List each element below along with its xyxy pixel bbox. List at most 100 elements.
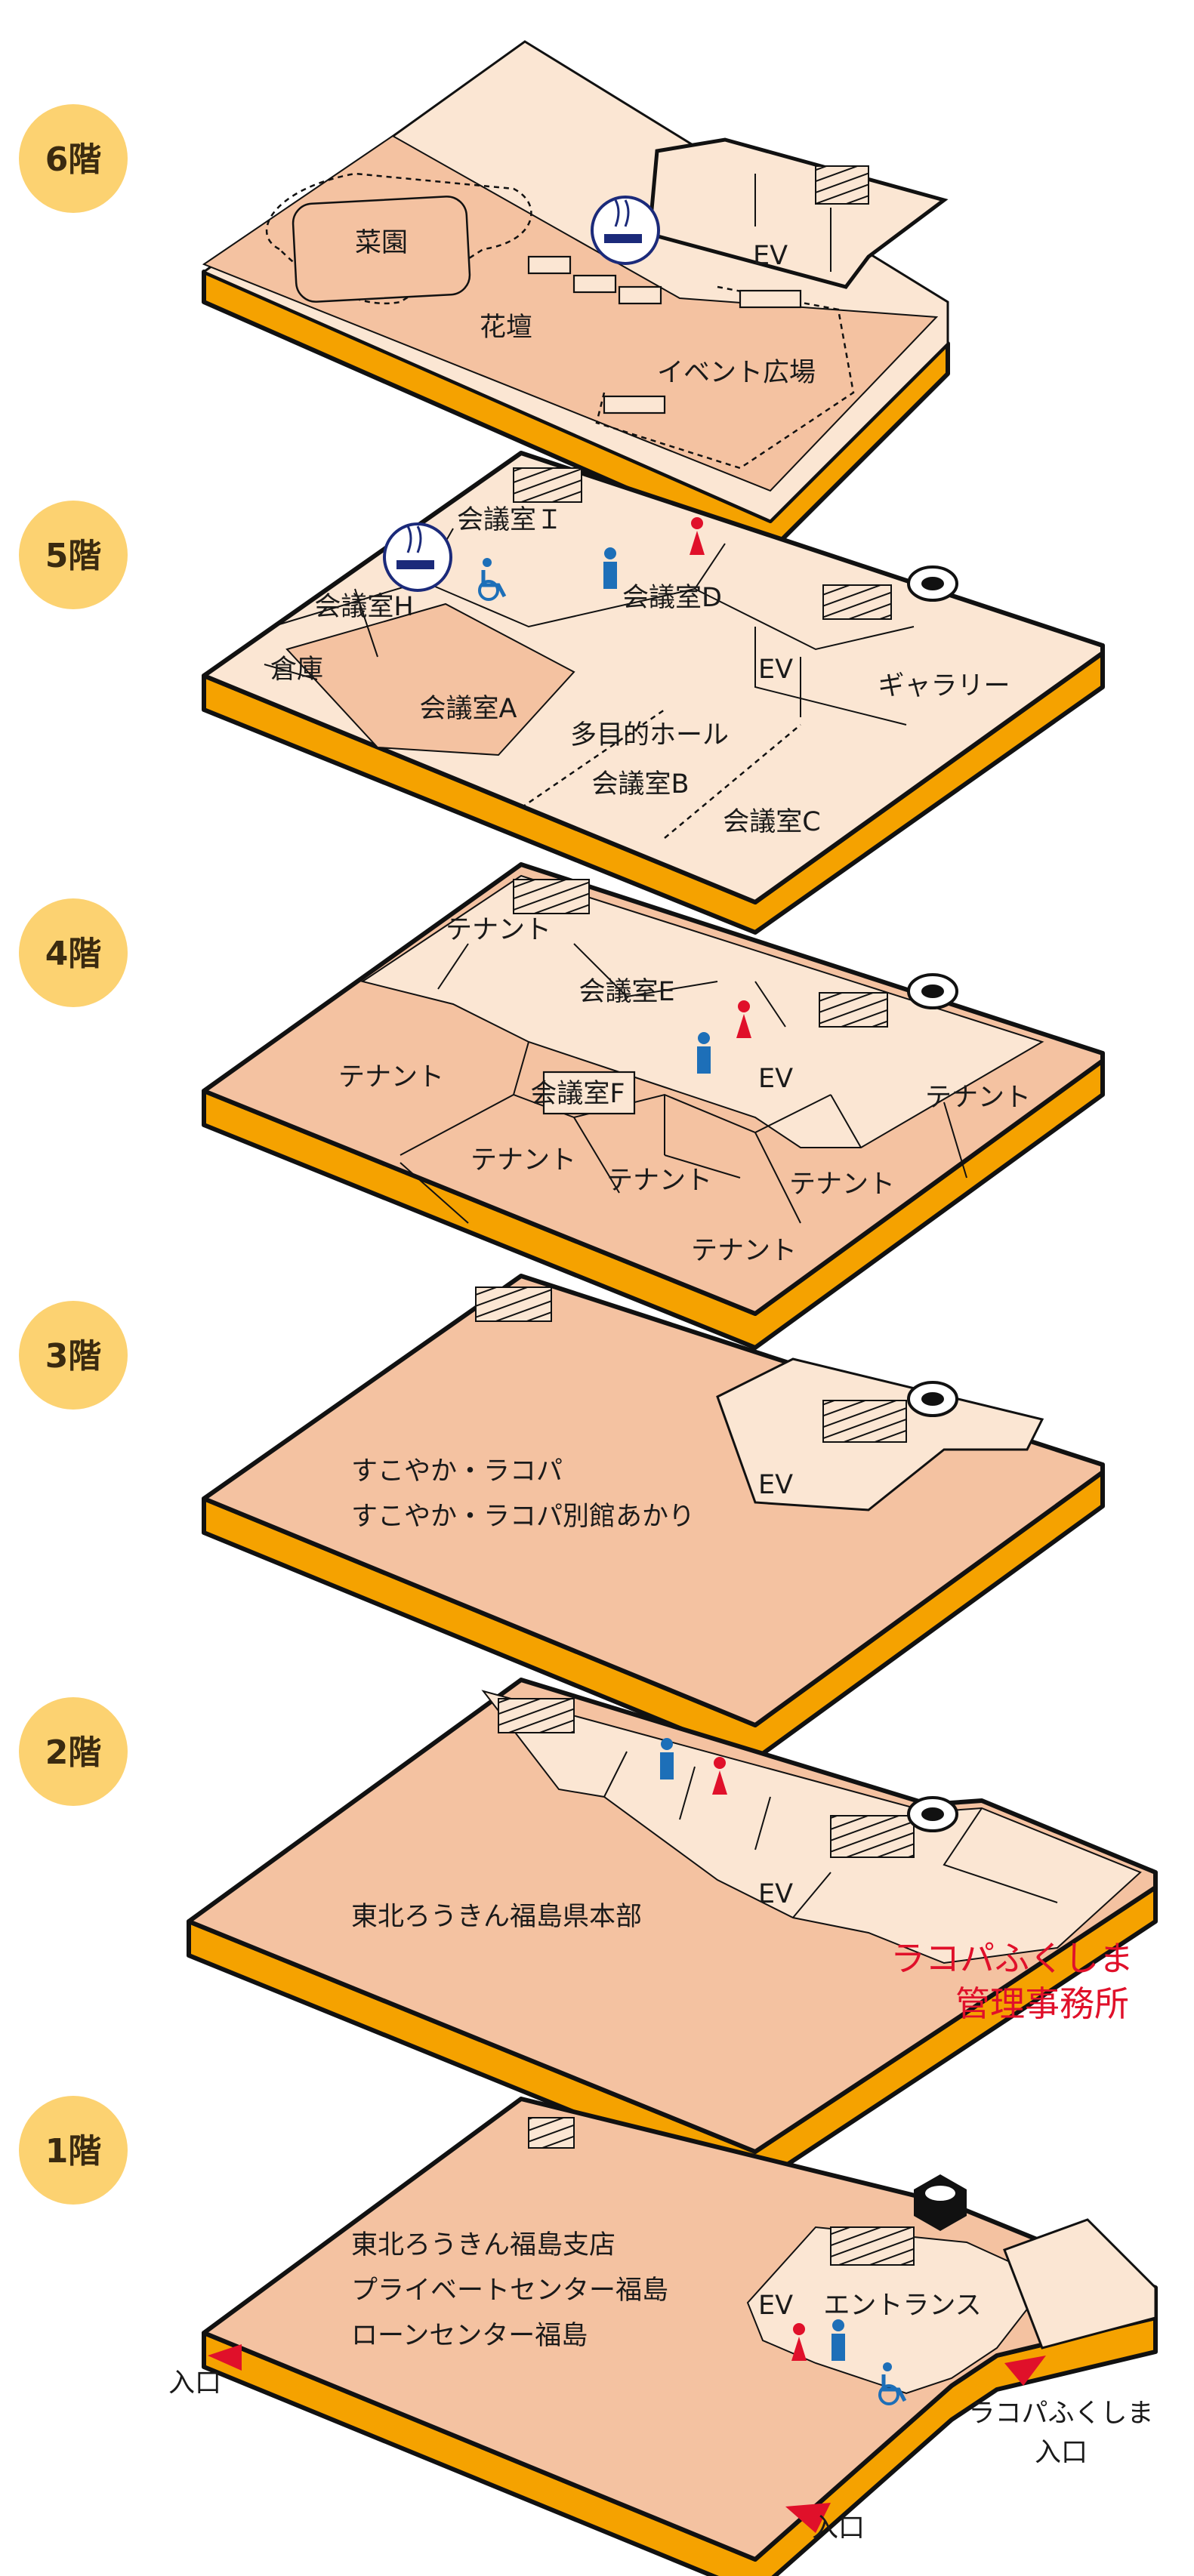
stairs	[513, 467, 582, 503]
room-label: 東北ろうきん福島県本部	[351, 1902, 642, 1932]
core-area	[481, 1690, 1142, 1964]
stairs	[498, 1698, 575, 1733]
restroom-female-icon	[736, 1000, 751, 1038]
floor-badge: 1階	[19, 2096, 128, 2205]
floor-plate	[202, 1274, 1105, 1727]
room-label: ローンセンター福島	[351, 2321, 588, 2351]
room-label: ギャラリー	[878, 671, 1010, 701]
room-label: テナント	[606, 1166, 712, 1196]
entrance-arrow-south	[785, 2503, 831, 2533]
room-label: テナント	[789, 1169, 895, 1200]
floor-badge: 6階	[19, 104, 128, 213]
floor-label: 5階	[45, 537, 102, 575]
entrance-label: 入口	[168, 2368, 221, 2399]
stairs	[819, 992, 888, 1028]
stairs	[475, 1286, 552, 1322]
room-label: EV	[758, 655, 793, 685]
room-label: 東北ろうきん福島支店	[351, 2230, 616, 2260]
stairs	[528, 2117, 575, 2149]
restroom-female-icon	[712, 1757, 727, 1795]
room-label: エントランス	[823, 2291, 981, 2321]
room-label: 会議室H	[314, 592, 413, 622]
wheelchair-icon	[478, 558, 507, 601]
room-label: EV	[758, 1879, 793, 1909]
room-label: テナント	[925, 1083, 1031, 1113]
room-label: テナント	[338, 1062, 444, 1092]
floor-5: 5階 会議室Ｉ	[19, 451, 1105, 935]
floor-label: 2階	[45, 1733, 102, 1772]
smoking-area-icon	[591, 196, 660, 265]
meeting-a	[285, 602, 575, 756]
floor-badge: 2階	[19, 1697, 128, 1806]
room-label: 会議室Ｉ	[457, 505, 563, 535]
event-boundary	[595, 285, 855, 470]
escalator-icon	[907, 973, 958, 1009]
floor-label: 4階	[45, 935, 102, 973]
stairs	[822, 1400, 907, 1443]
wheelchair-icon	[878, 2362, 907, 2405]
floor-badge: 3階	[19, 1301, 128, 1410]
entrance-label: ラコパふくしま	[968, 2399, 1153, 2429]
room-label: イベント広場	[657, 358, 816, 388]
room-label: 会議室D	[622, 583, 722, 613]
corridor-area	[360, 874, 1044, 1148]
room-label: 会議室F	[530, 1079, 625, 1109]
escalator-icon	[907, 1381, 958, 1417]
room-label: EV	[753, 241, 788, 271]
room-label: すこやか・ラコパ	[351, 1456, 563, 1487]
meeting-f-room	[542, 1071, 636, 1115]
entrance-arrow-west	[208, 2344, 242, 2371]
flower-beds	[527, 255, 802, 414]
entrance-arrow-east	[1004, 2356, 1046, 2386]
floor-label: 3階	[45, 1337, 102, 1376]
vegetable-garden	[292, 196, 471, 303]
restroom-female-icon	[690, 517, 705, 555]
floor-1: 1階 東北ろう	[19, 2096, 1158, 2576]
floor-4: 4階 テナント 会議室E テナント 会議室F EV テナント テナント テ	[19, 862, 1105, 1350]
badge-circle	[19, 104, 128, 213]
floor-2: 2階 東北ろうきん福島県本部 EV ラコパふくしま 管理事務所	[19, 1678, 1158, 2188]
stairs	[513, 879, 590, 914]
east-block	[1003, 2218, 1157, 2350]
room-label: EV	[758, 1064, 793, 1094]
escalator-icon	[907, 1796, 958, 1832]
restroom-male-icon	[603, 547, 617, 589]
floor-label: 1階	[45, 2132, 102, 2171]
room-label: 花壇	[480, 313, 532, 343]
restroom-male-icon	[697, 1032, 711, 1074]
room-label: EV	[758, 2291, 793, 2321]
room-label: 会議室C	[723, 807, 820, 837]
floor-3: 3階 EV すこやか・ラコパ すこやか・ラコパ別館あかり	[19, 1274, 1105, 1761]
room-label: EV	[758, 1470, 793, 1500]
room-label: テナント	[691, 1236, 797, 1266]
floor-badge: 5階	[19, 501, 128, 609]
room-label: すこやか・ラコパ別館あかり	[351, 1502, 695, 1532]
restroom-female-icon	[791, 2323, 807, 2361]
escalator-icon	[914, 2174, 967, 2231]
escalator-icon	[907, 565, 958, 602]
floor-plate	[202, 2097, 1158, 2562]
restroom-male-icon	[831, 2319, 845, 2361]
core-walls	[754, 174, 831, 272]
management-label: 管理事務所	[955, 1983, 1129, 2024]
stairs	[830, 1815, 915, 1858]
room-label: 倉庫	[270, 655, 323, 685]
room-label: テナント	[471, 1145, 576, 1176]
floor-label: 6階	[45, 140, 102, 179]
entrance-label: 入口	[812, 2513, 865, 2544]
stairs	[830, 2226, 915, 2266]
restroom-male-icon	[660, 1738, 674, 1779]
room-label: 菜園	[355, 228, 408, 258]
room-label: 会議室E	[578, 977, 674, 1007]
room-walls	[603, 1751, 1058, 1918]
entrance-label: 入口	[1035, 2438, 1088, 2468]
floor-badge: 4階	[19, 898, 128, 1007]
room-walls	[400, 943, 967, 1224]
garden-path	[265, 172, 532, 305]
room-label: プライベートセンター福島	[351, 2276, 668, 2306]
room-label: テナント	[446, 915, 551, 945]
smoking-area-icon	[383, 522, 452, 592]
floor-plate	[187, 1678, 1158, 2154]
stairs	[815, 165, 869, 205]
room-label: 会議室A	[420, 694, 517, 724]
